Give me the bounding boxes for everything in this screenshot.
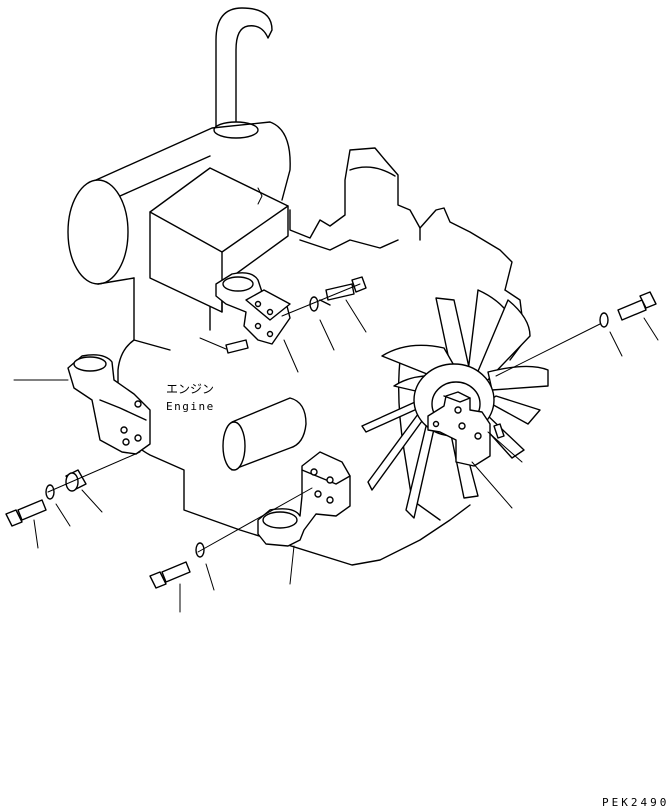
- drawing-code: PEK2490: [602, 796, 669, 809]
- leader-top-bolt: [345, 299, 367, 333]
- right-bolt: [617, 291, 657, 321]
- top-bolt: [325, 276, 367, 301]
- cover-box: [149, 167, 289, 313]
- left-washer: [45, 484, 55, 500]
- leader-left-washer: [55, 503, 71, 527]
- leader-right-bracket-1: [471, 461, 513, 509]
- leader-left-collar: [81, 489, 103, 513]
- engine-label: エンジン Engine: [166, 382, 215, 413]
- leader-top-washer: [319, 319, 335, 351]
- leader-right-washer: [609, 331, 623, 357]
- engine-label-en: Engine: [166, 400, 215, 413]
- left-collar: [65, 469, 87, 492]
- engine-body: [67, 7, 526, 566]
- bottom-washer: [195, 542, 205, 558]
- right-mount-bracket: [427, 391, 505, 467]
- leader-top-bracket: [283, 339, 299, 373]
- bottom-mount-bracket: [257, 451, 351, 547]
- leader-right-bracket-2: [487, 431, 523, 463]
- oil-filter: [222, 397, 307, 471]
- leader-bottom-washer: [205, 563, 215, 591]
- leader-right-bolt: [643, 317, 659, 341]
- center-line-top: [281, 283, 361, 317]
- center-line-right: [495, 323, 601, 377]
- center-line-left: [47, 451, 141, 493]
- pin: [199, 337, 249, 354]
- leader-bottom-bracket: [289, 545, 295, 585]
- right-washer: [599, 312, 609, 328]
- center-line-bottom: [197, 487, 313, 553]
- bottom-bolt: [149, 561, 191, 589]
- left-mount-bracket: [67, 354, 151, 455]
- top-mount-bracket: [215, 272, 291, 345]
- engine-label-jp: エンジン: [166, 382, 214, 396]
- leader-left-bolt: [33, 519, 39, 549]
- left-bolt: [5, 499, 47, 527]
